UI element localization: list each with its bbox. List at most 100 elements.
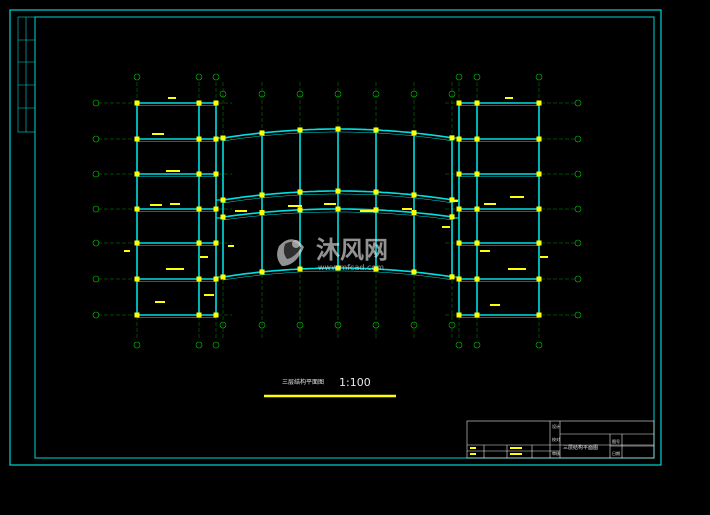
title-block-label-design: 设计 [552, 423, 560, 429]
arc-secondary-beam [222, 270, 452, 281]
middle-column [335, 206, 341, 212]
middle-column [220, 214, 226, 220]
axis-bubble-bottom [535, 341, 543, 349]
axis-bubble-top [535, 73, 543, 81]
title-block-label-review: 审核 [552, 450, 560, 456]
right-wing-column [456, 171, 462, 177]
title-block [466, 420, 655, 459]
right-wing-column [456, 240, 462, 246]
left-wing-column [213, 136, 219, 142]
middle-column [297, 189, 303, 195]
right-wing-column [536, 206, 542, 212]
annotation-mark [510, 196, 524, 198]
title-block-drawing-name: 三层结构平面图 [563, 444, 598, 451]
axis-bubble-left [92, 205, 100, 213]
middle-column [259, 209, 265, 215]
annotation-mark [480, 250, 490, 252]
annotation-mark [150, 204, 162, 206]
axis-bubble-bottom [195, 341, 203, 349]
arc-secondary-beam [222, 193, 452, 204]
left-wing-column [134, 136, 140, 142]
middle-column [297, 127, 303, 133]
axis-bubble-bottom [473, 341, 481, 349]
annotation-mark [490, 304, 500, 306]
left-wing-column [134, 171, 140, 177]
title-block-label-date: 日期 [612, 450, 620, 456]
axis-bubble-left [92, 99, 100, 107]
binding-strip [17, 16, 36, 133]
plan-scale: 1:100 [339, 376, 371, 389]
left-wing-column [196, 276, 202, 282]
annotation-mark [452, 200, 458, 202]
middle-column [373, 189, 379, 195]
right-wing-column [474, 312, 480, 318]
axis-bubble-bottom [410, 321, 418, 329]
right-wing-column [474, 276, 480, 282]
annotation-mark [228, 245, 234, 247]
middle-column [373, 127, 379, 133]
axis-bubble-left [92, 311, 100, 319]
right-wing-column [474, 171, 480, 177]
right-wing-column [456, 136, 462, 142]
axis-bubble-top [133, 73, 141, 81]
left-wing-column [213, 206, 219, 212]
annotation-layer [124, 97, 548, 306]
annotation-mark [200, 256, 208, 258]
left-wing-column [213, 312, 219, 318]
axis-bubble-bottom [219, 321, 227, 329]
middle-column [411, 192, 417, 198]
middle-column [220, 197, 226, 203]
annotation-mark [442, 226, 450, 228]
middle-column [373, 266, 379, 272]
axis-bubble-left [92, 170, 100, 178]
annotation-mark [152, 133, 164, 135]
annotation-mark [288, 205, 302, 207]
annotation-mark [505, 97, 513, 99]
axis-bubble-right [574, 275, 582, 283]
middle-column [449, 197, 455, 203]
left-wing-column [196, 136, 202, 142]
axis-bubble-bottom [296, 321, 304, 329]
annotation-mark [508, 268, 526, 270]
right-wing-column [456, 206, 462, 212]
middle-column [259, 130, 265, 136]
middle-column [259, 192, 265, 198]
middle-column [411, 269, 417, 275]
annotation-mark [204, 294, 214, 296]
right-wing-column [536, 136, 542, 142]
axis-bubble-bottom [372, 321, 380, 329]
middle-column [220, 274, 226, 280]
annotation-mark [166, 268, 184, 270]
left-wing-column [196, 312, 202, 318]
right-wing-column [536, 240, 542, 246]
left-wing-column [134, 100, 140, 106]
plan-title: 三层结构平面图 [282, 378, 324, 386]
axis-bubble-left [92, 135, 100, 143]
middle-column [335, 188, 341, 194]
axis-bubble-bottom [258, 321, 266, 329]
arc-secondary-beam [222, 211, 452, 221]
watermark-title: 沐风网 [316, 236, 388, 264]
annotation-mark [324, 203, 336, 205]
watermark-logo-icon [277, 239, 304, 266]
axis-bubble-top [212, 73, 220, 81]
title-block-small-marks [470, 447, 522, 455]
left-wing-column [196, 100, 202, 106]
axis-bubble-right [574, 170, 582, 178]
title-block-label-drawing-no: 图号 [612, 438, 620, 444]
axis-bubble-bottom [212, 341, 220, 349]
left-wing-column [213, 276, 219, 282]
right-wing-column [536, 171, 542, 177]
middle-column [373, 207, 379, 213]
middle-column [411, 209, 417, 215]
axis-bubble-top [195, 73, 203, 81]
arc-secondary-beam [222, 131, 452, 142]
annotation-mark [124, 250, 130, 252]
annotation-mark [402, 208, 412, 210]
right-wing-column [474, 100, 480, 106]
annotation-mark [166, 170, 180, 172]
left-wing-column [213, 100, 219, 106]
left-wing-column [213, 240, 219, 246]
